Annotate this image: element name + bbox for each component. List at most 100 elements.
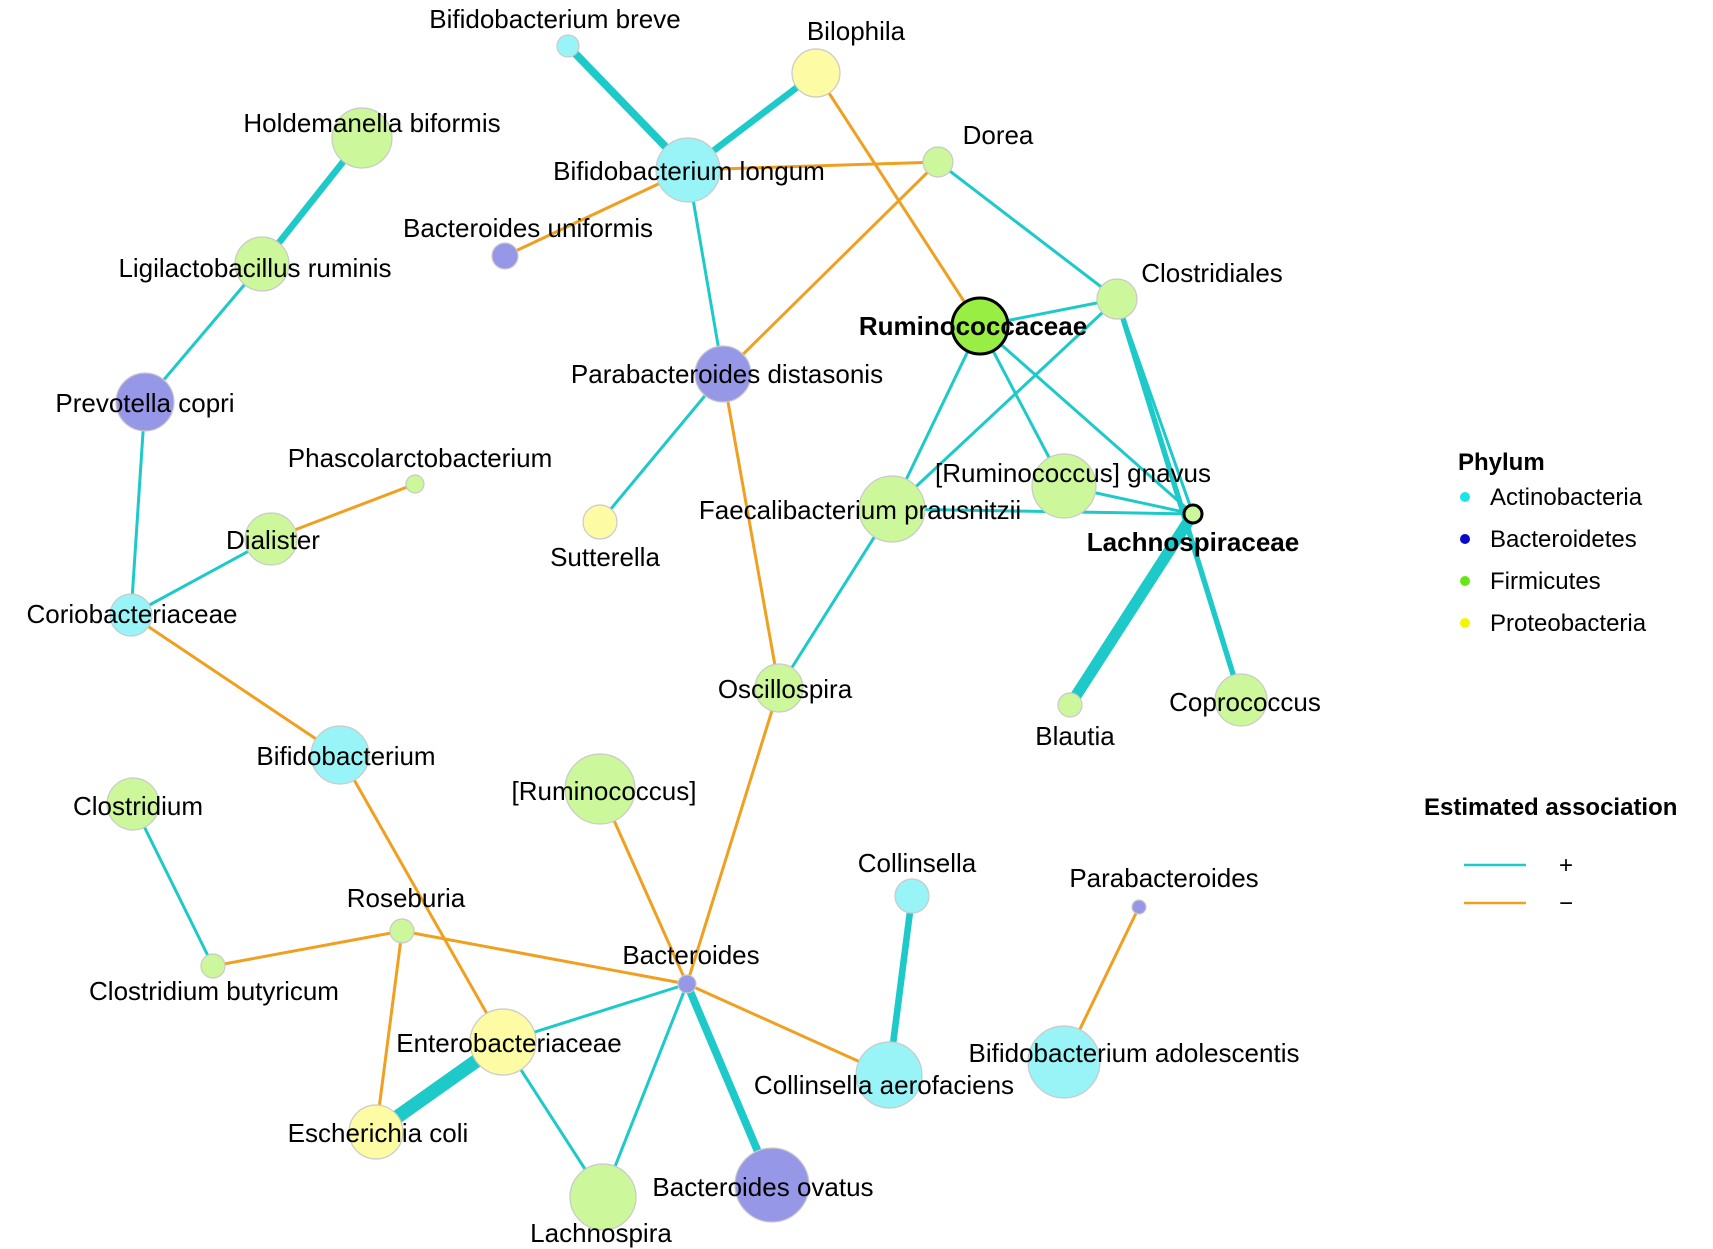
node-label-bif_adol: Bifidobacterium adolescentis — [969, 1038, 1300, 1068]
node-label-phascolarcto: Phascolarctobacterium — [288, 443, 552, 473]
node-parabact — [1131, 899, 1147, 915]
node-label-roseburia: Roseburia — [347, 883, 466, 913]
node-label-prevotella: Prevotella copri — [55, 388, 234, 418]
node-faecali — [858, 475, 926, 543]
node-label-clos_buty: Clostridium butyricum — [89, 976, 339, 1006]
node-ligilacto — [234, 236, 290, 292]
edge-clostridiales-coprococcus — [1114, 298, 1244, 701]
edge-parabact_dist-oscillospira — [721, 373, 781, 689]
node-label-blautia: Blautia — [1035, 721, 1115, 751]
node-label-bacteroides: Bacteroides — [622, 940, 759, 970]
node-label-coprococcus: Coprococcus — [1169, 687, 1321, 717]
edge-clostridiales-faecali — [890, 297, 1119, 511]
node-label-rum_gnavus: [Ruminococcus] gnavus — [935, 458, 1211, 488]
node-label-bif_breve: Bifidobacterium breve — [429, 4, 680, 34]
node-label-parabact: Parabacteroides — [1069, 863, 1258, 893]
edge-bif_longum-bact_uniformis — [504, 168, 689, 258]
node-blautia — [1057, 692, 1083, 718]
node-prevotella — [115, 372, 175, 432]
node-label-clostridium: Clostridium — [73, 791, 203, 821]
node-ruminococcus — [564, 753, 636, 825]
edge-prevotella-coriobact — [129, 401, 147, 616]
edge-oscillospira-bacteroides — [685, 687, 781, 985]
edge-bacteroides-collins_aero — [686, 982, 890, 1077]
edge-ligilacto-prevotella — [143, 263, 264, 403]
node-label-bifidobact: Bifidobacterium — [256, 741, 435, 771]
legend-dot-actinobacteria — [1460, 492, 1470, 502]
phylum-legend-items: ActinobacteriaBacteroidetesFirmicutesPro… — [1460, 484, 1647, 637]
node-label-bact_ovatus: Bacteroides ovatus — [652, 1172, 873, 1202]
node-dialister — [244, 512, 298, 566]
edge-bifidobact-enterobact — [338, 754, 505, 1043]
node-oscillospira — [754, 663, 804, 713]
node-label-sutterella: Sutterella — [550, 542, 660, 572]
node-collinsella — [894, 878, 930, 914]
node-coriobact — [109, 593, 153, 637]
node-label-collinsella: Collinsella — [858, 848, 977, 878]
legend-label-proteobacteria: Proteobacteria — [1490, 610, 1647, 637]
node-bact_ovatus — [734, 1147, 810, 1223]
node-collins_aero — [855, 1041, 923, 1109]
node-label-bilophila: Bilophila — [807, 16, 906, 46]
node-label-coriobact: Coriobacteriaceae — [26, 599, 237, 629]
edge-roseburia-bacteroides — [401, 929, 688, 986]
node-label-collins_aero: Collinsella aerofaciens — [754, 1070, 1014, 1100]
node-label-lachnospiraceae: Lachnospiraceae — [1087, 527, 1299, 557]
edge-bif_longum-dorea — [687, 160, 939, 172]
node-roseburia — [389, 918, 415, 944]
node-lachnospira — [569, 1163, 637, 1231]
edge-parabact_dist-sutterella — [598, 373, 725, 523]
node-label-ruminococcaceae: Ruminococcaceae — [859, 311, 1087, 341]
legend-label-actinobacteria: Actinobacteria — [1490, 484, 1643, 511]
node-parabact_dist — [694, 345, 752, 403]
node-label-oscillospira: Oscillospira — [718, 674, 853, 704]
node-label-holdemanella: Holdemanella biformis — [243, 108, 500, 138]
node-dorea — [922, 146, 954, 178]
node-rum_gnavus — [1031, 453, 1097, 519]
node-holdemanella — [331, 107, 393, 169]
node-sutterella — [582, 504, 618, 540]
node-label-parabact_dist: Parabacteroides distasonis — [571, 359, 883, 389]
edge-faecali-lachnospiraceae — [891, 507, 1194, 516]
legend-phylum-title: Phylum — [1458, 449, 1545, 476]
node-phascolarcto — [405, 474, 425, 494]
node-layer — [106, 34, 1268, 1231]
node-bilophila — [791, 48, 841, 98]
association-legend-items: +− — [1464, 852, 1573, 917]
edge-ruminococcaceae-faecali — [890, 325, 982, 510]
edge-layer — [129, 43, 1244, 1198]
node-clostridium — [106, 777, 160, 831]
node-lachnospiraceae — [1182, 503, 1204, 525]
node-ecoli — [348, 1104, 404, 1160]
node-label-dialister: Dialister — [226, 525, 320, 555]
edge-lachnospiraceae-blautia — [1065, 510, 1198, 709]
legend-association-title: Estimated association — [1424, 794, 1677, 821]
legend-sign-negative: − — [1559, 890, 1573, 917]
node-bact_uniformis — [491, 242, 519, 270]
legend: Phylum ActinobacteriaBacteroidetesFirmic… — [1424, 449, 1677, 917]
node-label-bif_longum: Bifidobacterium longum — [553, 156, 825, 186]
node-label-dorea: Dorea — [963, 120, 1034, 150]
edge-coriobact-bifidobact — [130, 613, 341, 757]
legend-label-firmicutes: Firmicutes — [1490, 568, 1601, 595]
node-label-ligilacto: Ligilactobacillus ruminis — [118, 253, 391, 283]
node-enterobact — [469, 1008, 537, 1076]
legend-label-bacteroidetes: Bacteroidetes — [1490, 526, 1637, 553]
edge-bif_longum-parabact_dist — [686, 169, 725, 375]
node-label-ruminococcus: [Ruminococcus] — [512, 776, 697, 806]
legend-dot-proteobacteria — [1460, 618, 1470, 628]
edge-faecali-oscillospira — [777, 508, 894, 689]
node-bif_breve — [556, 34, 580, 58]
legend-sign-positive: + — [1559, 852, 1573, 879]
node-bif_adol — [1027, 1025, 1101, 1099]
legend-dot-bacteroidetes — [1460, 534, 1470, 544]
legend-dot-firmicutes — [1460, 576, 1470, 586]
node-label-enterobact: Enterobacteriaceae — [396, 1028, 621, 1058]
node-ruminococcaceae — [950, 296, 1010, 356]
node-label-clostridiales: Clostridiales — [1141, 258, 1283, 288]
node-label-bact_uniformis: Bacteroides uniformis — [403, 213, 653, 243]
node-coprococcus — [1214, 673, 1268, 727]
label-layer: Bifidobacterium breve BilophilaHoldemanel… — [26, 4, 1320, 1248]
edge-dorea-parabact_dist — [721, 160, 940, 376]
